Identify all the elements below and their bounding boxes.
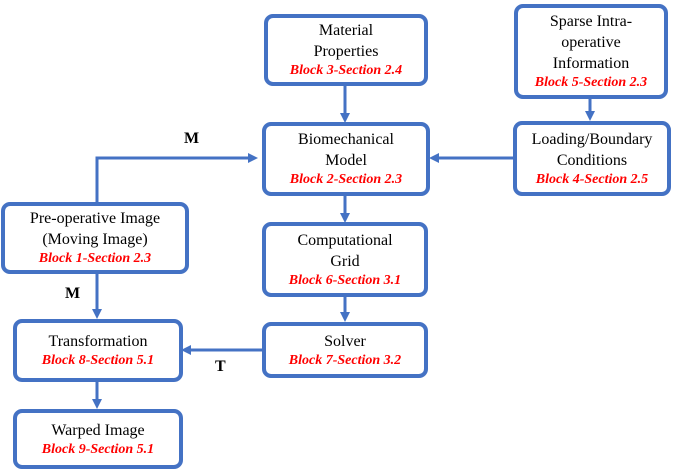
sparse-information-box: Sparse Intra- operative Information Bloc… <box>514 4 668 99</box>
material-properties-box: Material Properties Block 3-Section 2.4 <box>264 14 428 86</box>
transformation-box: Transformation Block 8-Section 5.1 <box>13 319 183 382</box>
loading-boundary-box: Loading/Boundary Conditions Block 4-Sect… <box>513 121 671 196</box>
sparse-information-ref: Block 5-Section 2.3 <box>534 75 648 90</box>
computational-grid-box: Computational Grid Block 6-Section 3.1 <box>262 222 428 297</box>
biomechanical-model-title: Biomechanical Model <box>298 131 394 169</box>
edge-label-m-top: M <box>184 130 200 147</box>
biomechanical-model-ref: Block 2-Section 2.3 <box>289 172 403 187</box>
edge-label-m-left: M <box>65 285 81 302</box>
warped-image-ref: Block 9-Section 5.1 <box>41 441 155 457</box>
loading-boundary-ref: Block 4-Section 2.5 <box>535 171 649 187</box>
computational-grid-ref: Block 6-Section 3.1 <box>288 272 402 288</box>
solver-ref: Block 7-Section 3.2 <box>288 352 402 368</box>
material-properties-ref: Block 3-Section 2.4 <box>289 63 403 78</box>
preoperative-image-ref: Block 1-Section 2.3 <box>38 251 152 266</box>
arrow-preop-to-biomech <box>95 153 258 203</box>
computational-grid-title: Computational Grid <box>297 231 393 270</box>
solver-title: Solver <box>324 332 366 350</box>
sparse-information-title: Sparse Intra- operative Information <box>549 13 633 72</box>
transformation-title: Transformation <box>48 333 148 350</box>
loading-boundary-title: Loading/Boundary Conditions <box>531 130 653 169</box>
solver-box: Solver Block 7-Section 3.2 <box>262 322 428 378</box>
biomechanical-model-box: Biomechanical Model Block 2-Section 2.3 <box>262 122 430 196</box>
material-properties-title: Material Properties <box>313 22 379 60</box>
preoperative-image-title: Pre-operative Image (Moving Image) <box>29 210 161 248</box>
transformation-ref: Block 8-Section 5.1 <box>41 353 155 368</box>
edge-label-t: T <box>215 358 226 375</box>
warped-image-box: Warped Image Block 9-Section 5.1 <box>13 409 183 469</box>
warped-image-title: Warped Image <box>51 421 145 439</box>
preoperative-image-box: Pre-operative Image (Moving Image) Block… <box>1 202 189 274</box>
